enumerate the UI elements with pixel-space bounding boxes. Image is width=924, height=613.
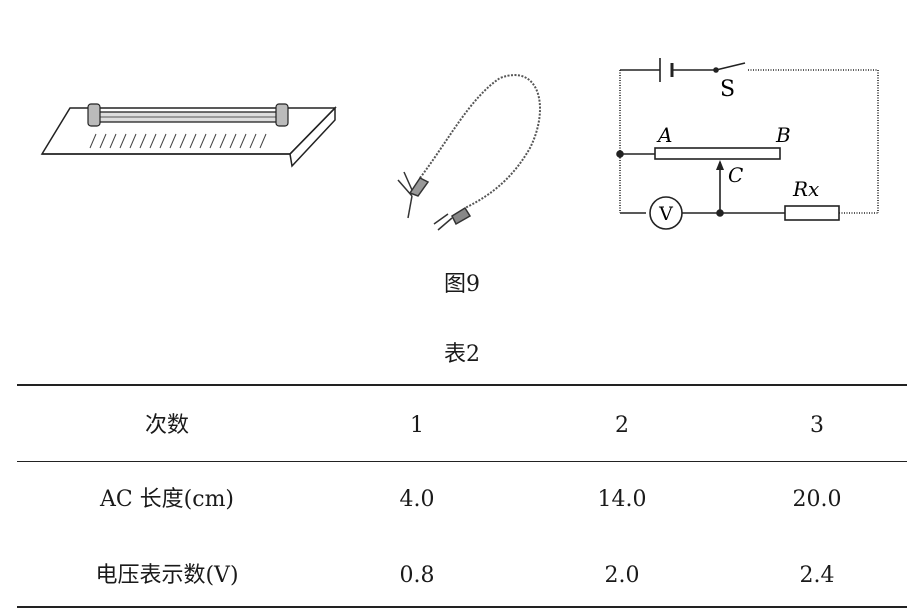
table-header-cell: 1 xyxy=(410,413,424,438)
switch-blade xyxy=(715,62,746,71)
table-cell: 14.0 xyxy=(597,487,647,512)
clip-lead-illustration xyxy=(397,74,541,231)
table-header-cell: 2 xyxy=(615,413,629,438)
circuit-diagram: S A B C V Rx xyxy=(616,58,879,230)
slider-contact-label: C xyxy=(728,163,743,187)
table-header-cell: 3 xyxy=(810,413,824,438)
figure-caption: 图9 xyxy=(444,272,480,297)
table-cell: 0.8 xyxy=(399,563,435,588)
resistor-label: Rx xyxy=(792,177,819,201)
resistance-wire-board-illustration xyxy=(40,103,337,168)
table-header-cell: 次数 xyxy=(144,413,189,438)
table-bottom-rule xyxy=(17,606,907,608)
table-caption: 表2 xyxy=(444,342,480,367)
table-cell: 2.4 xyxy=(799,563,835,588)
table-header-row: 次数 1 2 3 xyxy=(17,406,907,446)
table-row: AC 长度(cm) 4.0 14.0 20.0 xyxy=(17,480,907,520)
row-label-voltmeter-reading: 电压表示数(V) xyxy=(95,563,239,588)
row-label-ac-length: AC 长度(cm) xyxy=(99,487,235,512)
table-cell: 2.0 xyxy=(604,563,640,588)
table-cell: 20.0 xyxy=(792,487,842,512)
table-top-rule xyxy=(17,384,907,386)
switch-label: S xyxy=(720,77,735,102)
table-header-rule xyxy=(17,461,907,462)
slider-arrow xyxy=(716,160,724,170)
resistance-wire-ab xyxy=(654,147,781,160)
table-row: 电压表示数(V) 0.8 2.0 2.4 xyxy=(17,556,907,596)
wire-end-a-label: A xyxy=(656,123,672,147)
voltmeter-label: V xyxy=(658,203,673,225)
figure-row: S A B C V Rx xyxy=(0,0,924,250)
wire-end-b-label: B xyxy=(775,123,791,147)
resistor-rx-symbol xyxy=(784,205,840,221)
table-cell: 4.0 xyxy=(399,487,435,512)
